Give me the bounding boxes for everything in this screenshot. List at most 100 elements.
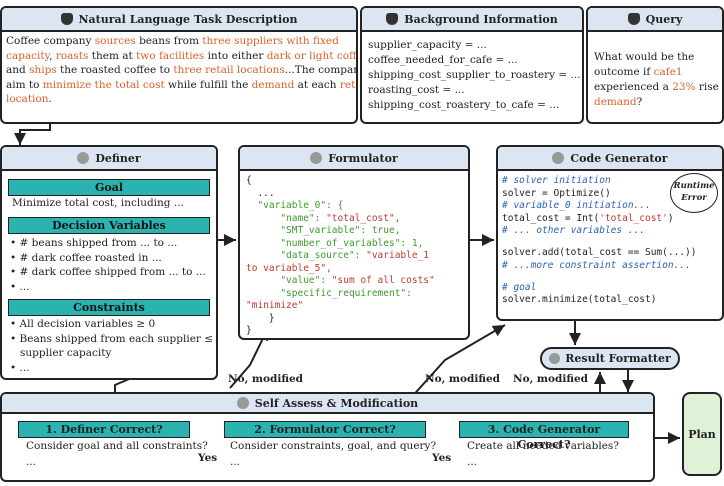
constraint-item-text: Beans shipped from each supplier ≤ xyxy=(19,332,214,345)
formulator-code-segment: "name": xyxy=(246,212,327,224)
plan-label: Plan xyxy=(688,427,716,441)
gear-icon xyxy=(77,152,90,164)
task-text-segment: them at xyxy=(88,49,137,62)
result-formatter-label: Result Formatter xyxy=(565,352,671,365)
self-assess-title: Self Assess & Modification xyxy=(254,396,419,410)
query-text-segment: What would be the xyxy=(594,51,695,63)
background-info-line: supplier_capacity = ... xyxy=(368,39,487,51)
code-generator-code-line: # solver initiation xyxy=(502,175,696,188)
formulator-code-segment: "variable_0": { xyxy=(246,200,344,211)
task-text-line: Coffee company sources beans from three … xyxy=(6,34,356,49)
decision-variables-label: Decision Variables xyxy=(8,217,210,234)
formulator-code-line: "minimize" xyxy=(246,300,435,313)
decision-variable-item-text: # dark coffee shipped from ... to ... xyxy=(19,266,206,278)
code-generator-code-segment: 'total_cost' xyxy=(599,212,668,224)
code-generator-code-segment: solver.minimize(total_cost) xyxy=(502,294,657,305)
self-assess-box: Self Assess & Modification 1. Definer Co… xyxy=(0,392,655,482)
task-text-segment: the roasted coffee to xyxy=(56,64,174,76)
formulator-correct-text: Consider constraints, goal, and query? xyxy=(230,440,437,452)
goal-label: Goal xyxy=(8,179,210,196)
decision-variable-item-text: # beans shipped from ... to ... xyxy=(19,237,178,249)
constraint-item-text: All decision variables ≥ 0 xyxy=(19,318,156,330)
formulator-code-segment: } xyxy=(246,312,275,324)
definer-box: Definer Goal Minimize total cost, includ… xyxy=(0,145,218,380)
formulator-code-segment: "data_source": xyxy=(246,250,367,261)
formulator-code-line: "SMT_variable": true, xyxy=(246,225,435,238)
task-text-segment: . xyxy=(48,93,52,105)
formulator-code-segment: } xyxy=(246,325,252,336)
task-text-segment: aim to xyxy=(6,78,43,91)
task-description-box: Natural Language Task Description Coffee… xyxy=(0,6,358,124)
background-info-line: shipping_cost_supplier_to_roastery = ... xyxy=(368,69,581,81)
bullet-icon: • xyxy=(10,361,20,374)
query-text-line: experienced a 23% rise in xyxy=(594,80,722,95)
task-text-segment: retail xyxy=(339,78,356,91)
code-generator-code-segment: ) xyxy=(667,212,674,224)
code-generator-code-segment: # ... other variables ... xyxy=(502,225,645,236)
query-title: Query xyxy=(645,12,683,26)
bullet-icon: • xyxy=(10,266,20,278)
formulator-code-segment: "minimize" xyxy=(246,300,304,311)
code-generator-code-segment: total_cost = Int( xyxy=(502,212,600,224)
decision-variable-item-text: ... xyxy=(19,280,30,293)
constraints-list: • All decision variables ≥ 0 • Beans ship… xyxy=(10,317,213,375)
task-description-header: Natural Language Task Description xyxy=(2,8,356,32)
gear-icon xyxy=(552,152,565,164)
constraint-item-text: ... xyxy=(19,361,30,374)
formulator-code-line: { xyxy=(246,175,435,188)
runtime-label: Runtime xyxy=(673,181,715,191)
bullet-icon: • xyxy=(10,332,20,345)
task-text-line: aim to minimize the total cost while ful… xyxy=(6,78,356,93)
plan-box: Plan xyxy=(682,392,722,476)
formulator-code-segment: "number_of_variables": 1, xyxy=(246,237,424,249)
formulator-code-segment: ... xyxy=(246,187,275,199)
decision-variables-list: • # beans shipped from ... to ... • # dar… xyxy=(10,236,206,294)
code-generator-code-segment: solver = Optimize() xyxy=(502,187,611,199)
code-generator-code-segment: # ...more constraint assertion... xyxy=(502,259,691,271)
query-text-segment: rise in xyxy=(698,81,719,93)
no-modified-label: No, modified xyxy=(513,373,589,385)
formulator-code-line: "name": "total_cost", xyxy=(246,213,435,226)
formulator-code-line: to variable_5", xyxy=(246,263,435,276)
formulator-code-segment: { xyxy=(246,175,252,186)
task-description-text: Coffee company sources beans from three … xyxy=(6,34,356,107)
code-generator-header: Code Generator xyxy=(498,147,722,171)
constraint-item: • ... xyxy=(10,361,213,376)
decision-variable-item: • # beans shipped from ... to ... xyxy=(10,236,206,251)
task-text-segment: into either xyxy=(204,49,267,62)
gear-icon xyxy=(236,397,249,409)
code-generator-code-line: solver.minimize(total_cost) xyxy=(502,294,696,307)
task-text-segment: two facilities xyxy=(136,49,205,62)
task-text-segment: ships xyxy=(29,64,57,76)
error-label: Error xyxy=(681,193,707,203)
code-generator-correct-text: Create all needed variables? xyxy=(467,440,619,452)
query-text-line: demand? xyxy=(594,95,722,110)
code-generator-code-line: solver.add(total_cost == Sum(...)) xyxy=(502,247,696,260)
task-text-line: capacity, roasts them at two facilities … xyxy=(6,49,356,64)
query-text-segment: cafe1 xyxy=(653,66,683,78)
task-text-segment: minimize the total cost xyxy=(42,78,165,91)
person-icon xyxy=(627,13,640,25)
task-text-segment: roasts xyxy=(55,49,89,62)
formulator-code-segment: "total_cost", xyxy=(326,212,401,224)
query-text-segment: ? xyxy=(636,96,643,108)
code-generator-correct-label: 3. Code Generator Correct? xyxy=(459,421,629,451)
formulator-code-segment: to variable_5", xyxy=(246,262,332,274)
decision-variable-item: • # dark coffee shipped from ... to ... xyxy=(10,265,206,280)
gear-icon xyxy=(549,353,561,364)
self-assess-header: Self Assess & Modification xyxy=(2,394,653,414)
formulator-correct-label: 2. Formulator Correct? xyxy=(224,421,426,438)
formulator-box: Formulator { ... "variable_0": { "name":… xyxy=(238,145,470,340)
formulator-code-segment: "SMT_variable": true, xyxy=(246,225,401,236)
code-generator-title: Code Generator xyxy=(570,151,668,165)
formulator-code-line: ... xyxy=(246,188,435,201)
person-icon xyxy=(60,13,73,25)
formulator-code-segment: "specific_requirement": xyxy=(246,287,412,299)
formulator-code: { ... "variable_0": { "name": "total_cos… xyxy=(246,175,435,338)
decision-variable-item-text: # dark coffee roasted in ... xyxy=(19,251,162,264)
task-text-segment: while fulfill the xyxy=(164,78,252,91)
task-description-title: Natural Language Task Description xyxy=(78,12,298,26)
definer-correct-label: 1. Definer Correct? xyxy=(18,421,190,438)
code-generator-code-line: total_cost = Int('total_cost') xyxy=(502,213,696,226)
